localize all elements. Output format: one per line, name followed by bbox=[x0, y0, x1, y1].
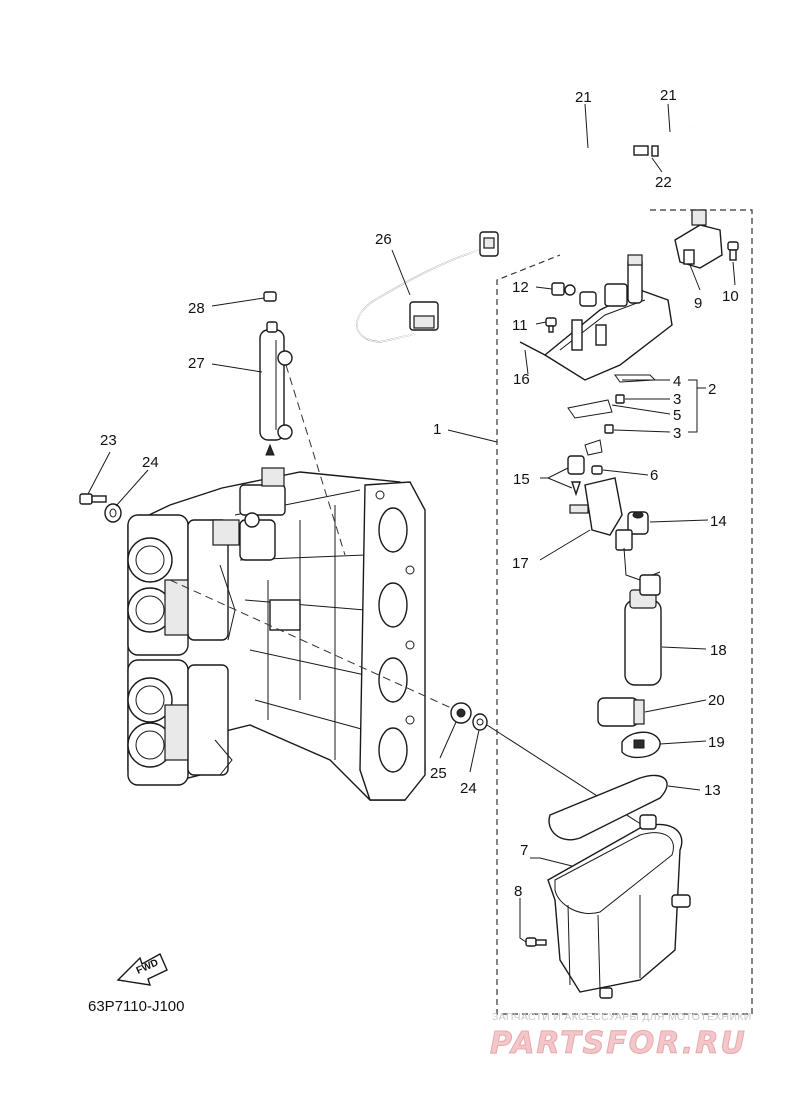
bolt-23 bbox=[79, 493, 107, 505]
callout-21a: 21 bbox=[575, 89, 592, 106]
fitting-12 bbox=[551, 282, 576, 296]
callout-8: 8 bbox=[514, 883, 522, 900]
callouts: 21 21 22 26 28 27 12 11 9 10 16 4 2 3 5 … bbox=[100, 87, 739, 900]
callout-28: 28 bbox=[188, 300, 205, 317]
callout-17: 17 bbox=[512, 555, 529, 572]
screw-11 bbox=[545, 317, 557, 333]
callout-3b: 3 bbox=[673, 425, 681, 442]
callout-7: 7 bbox=[520, 842, 528, 859]
callout-10: 10 bbox=[722, 288, 739, 305]
washer-24-left bbox=[104, 503, 122, 523]
callout-27: 27 bbox=[188, 355, 205, 372]
callout-15: 15 bbox=[513, 471, 530, 488]
fwd-arrow-icon: FWD bbox=[116, 953, 168, 986]
intake-manifold bbox=[127, 467, 426, 801]
watermark: ЗАПЧАСТИ И АКСЕССУАРЫ ДЛЯ МОТОТЕХНИКИ PA… bbox=[490, 1011, 752, 1062]
callout-4: 4 bbox=[673, 373, 681, 390]
float-parts-2 bbox=[567, 374, 657, 456]
callout-11: 11 bbox=[512, 317, 528, 334]
callout-13: 13 bbox=[704, 782, 721, 799]
callout-25: 25 bbox=[430, 765, 447, 782]
assembly-1-boundary bbox=[447, 209, 753, 1015]
screw-6 bbox=[591, 465, 603, 475]
callout-5: 5 bbox=[673, 407, 681, 424]
callout-18: 18 bbox=[710, 642, 727, 659]
callout-21b: 21 bbox=[660, 87, 677, 104]
watermark-logo: PARTSFOR.RU bbox=[490, 1026, 747, 1061]
callout-24b: 24 bbox=[460, 780, 477, 797]
bolt-10 bbox=[727, 241, 739, 261]
gasket-13 bbox=[548, 774, 668, 841]
callout-6: 6 bbox=[650, 467, 658, 484]
fuel-pump-18 bbox=[615, 529, 662, 686]
separator-tank-7 bbox=[547, 814, 691, 999]
pressure-regulator-9 bbox=[674, 209, 723, 269]
wiring-harness-26 bbox=[356, 231, 499, 343]
callout-19: 19 bbox=[708, 734, 725, 751]
pin-16 bbox=[519, 341, 546, 356]
holder-19 bbox=[621, 731, 661, 759]
bolt-28 bbox=[263, 291, 278, 333]
hose-21 bbox=[572, 126, 691, 210]
callout-12: 12 bbox=[512, 279, 529, 296]
callout-22: 22 bbox=[655, 174, 672, 191]
leader-lines bbox=[87, 103, 736, 943]
grommet-25 bbox=[450, 702, 472, 724]
washer-24-center bbox=[472, 713, 488, 731]
filter-20 bbox=[597, 697, 645, 727]
tee-fitting-22 bbox=[633, 145, 659, 157]
needle-valve-15 bbox=[567, 455, 585, 497]
callout-16: 16 bbox=[513, 371, 530, 388]
callout-3a: 3 bbox=[673, 391, 681, 408]
callout-24a: 24 bbox=[142, 454, 159, 471]
callout-9: 9 bbox=[694, 295, 702, 312]
fuel-damper-27 bbox=[259, 329, 293, 456]
callout-1: 1 bbox=[433, 421, 441, 438]
watermark-tagline: ЗАПЧАСТИ И АКСЕССУАРЫ ДЛЯ МОТОТЕХНИКИ bbox=[492, 1011, 752, 1023]
float-17 bbox=[569, 477, 623, 536]
callout-20: 20 bbox=[708, 692, 725, 709]
screw-8 bbox=[525, 937, 547, 947]
callout-26: 26 bbox=[375, 231, 392, 248]
callout-2: 2 bbox=[708, 381, 716, 398]
callout-14: 14 bbox=[710, 513, 727, 530]
callout-23: 23 bbox=[100, 432, 117, 449]
grommet-14 bbox=[627, 511, 649, 535]
diagram-code: 63P7110-J100 bbox=[88, 998, 184, 1015]
separator-cover bbox=[543, 254, 673, 381]
